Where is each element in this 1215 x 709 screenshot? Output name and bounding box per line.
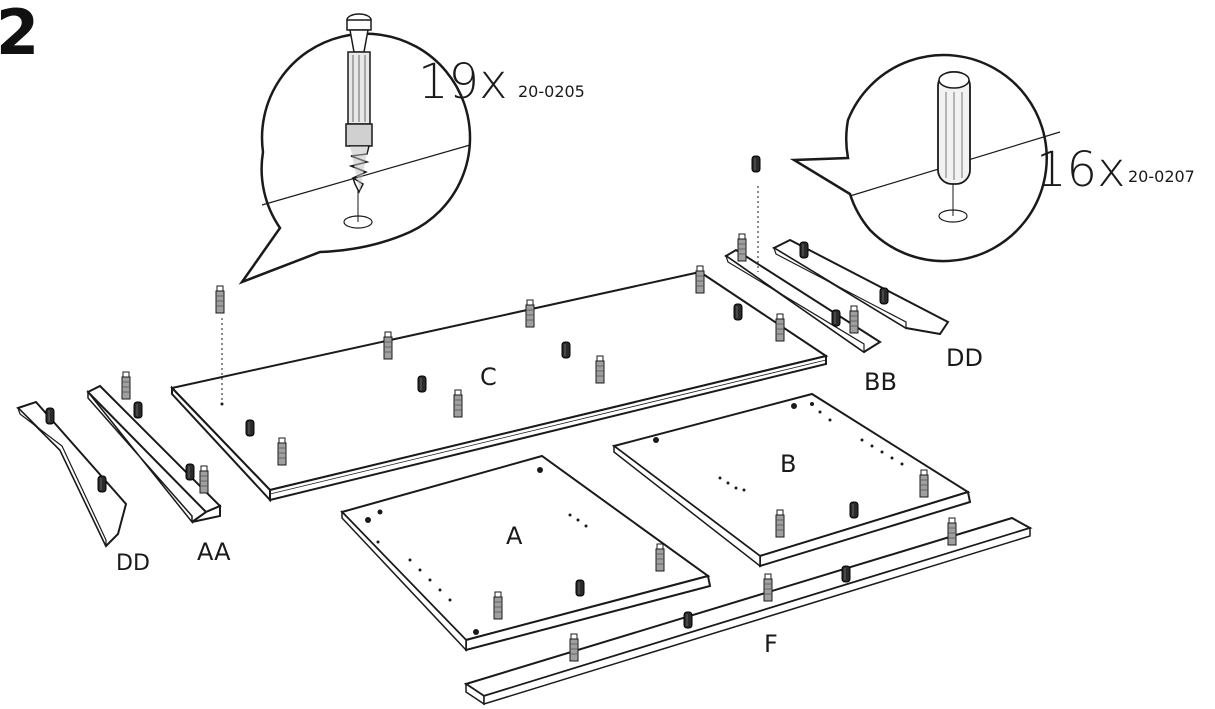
dowel <box>879 287 889 305</box>
cam-bolt <box>919 469 929 498</box>
dowel <box>561 341 571 359</box>
panel-c: C <box>170 270 829 503</box>
dowel <box>841 565 851 583</box>
cam-bolt <box>595 355 605 384</box>
dowel <box>751 155 761 173</box>
cam-bolt <box>947 517 957 546</box>
dowel <box>849 501 859 519</box>
rail-f: F <box>463 516 1033 706</box>
cam-bolt <box>199 465 209 494</box>
dowel <box>575 579 585 597</box>
dowel <box>733 303 743 321</box>
wood-dowel-part-code: 20-0207 <box>1128 167 1195 186</box>
cam-bolt <box>737 233 747 262</box>
callout-wood-dowel: 16x 20-0207 <box>789 53 1195 263</box>
rail-bb: BB <box>724 186 897 396</box>
dowel <box>97 475 107 493</box>
dowel <box>45 407 55 425</box>
cam-bolt <box>277 437 287 466</box>
cam-bolt <box>525 299 535 328</box>
cam-bolt <box>775 313 785 342</box>
wood-dowel-icon <box>937 71 971 185</box>
cam-bolt <box>121 371 131 400</box>
dowel <box>185 463 195 481</box>
step-number: 2 <box>0 0 39 69</box>
panel-b: B <box>611 392 972 568</box>
rail-dd-right-label: DD <box>946 344 983 372</box>
rail-aa: AA <box>86 384 231 566</box>
cam-bolt <box>569 633 579 662</box>
dowel <box>245 419 255 437</box>
wood-dowel-quantity: 16x <box>1036 142 1125 198</box>
rail-bb-label: BB <box>864 368 897 396</box>
cam-bolt <box>493 591 503 620</box>
panel-b-label: B <box>780 450 796 478</box>
rail-dd-left: DD <box>16 400 150 576</box>
cam-bolt <box>775 509 785 538</box>
dowel <box>133 401 143 419</box>
cam-bolt <box>849 305 859 334</box>
cam-bolt <box>215 285 225 314</box>
cam-bolt-part-code: 20-0205 <box>518 82 585 101</box>
panel-a-label: A <box>506 522 523 550</box>
panel-a: A <box>340 454 712 652</box>
rail-dd-left-label: DD <box>116 551 150 576</box>
cam-bolt-icon <box>345 13 373 194</box>
cam-bolt <box>763 573 773 602</box>
cam-bolt <box>383 331 393 360</box>
callout-cam-bolt: 19x 20-0205 <box>238 13 585 285</box>
dowel <box>683 611 693 629</box>
cam-bolt <box>695 265 705 294</box>
dowel <box>417 375 427 393</box>
cam-bolt <box>453 389 463 418</box>
panel-c-label: C <box>480 363 497 391</box>
rail-aa-label: AA <box>197 538 231 566</box>
rail-f-label: F <box>764 630 778 658</box>
cam-bolt-quantity: 19x <box>418 54 507 110</box>
rail-dd-right: DD <box>771 238 983 372</box>
cam-bolt <box>655 543 665 572</box>
dowel <box>831 309 841 327</box>
dowel <box>799 241 809 259</box>
